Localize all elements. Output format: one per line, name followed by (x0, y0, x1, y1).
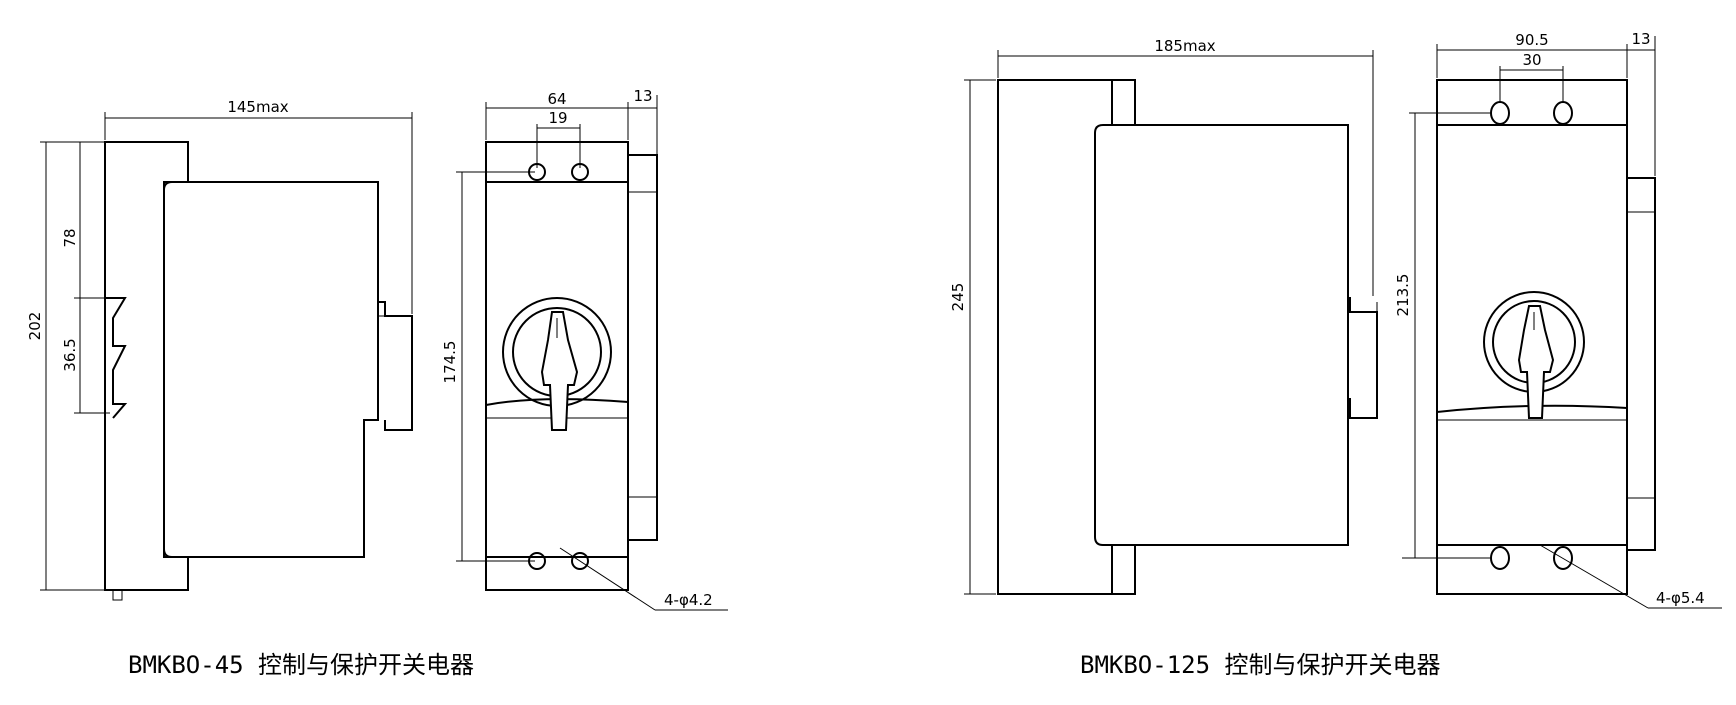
left-front-view: 64 13 19 174.5 4-φ4.2 (441, 87, 728, 611)
dim-hole-spacing: 19 (548, 109, 567, 127)
dim-hole-spacing: 30 (1522, 51, 1541, 69)
hole-callout: 4-φ5.4 (1656, 589, 1705, 607)
dim-hole-height: 213.5 (1394, 274, 1412, 317)
dim-upper: 78 (61, 228, 79, 247)
dim-height: 245 (949, 283, 967, 312)
hole-callout: 4-φ4.2 (664, 591, 713, 609)
dim-height: 202 (26, 312, 44, 341)
dim-front-width: 90.5 (1515, 31, 1548, 49)
dim-hole-height: 174.5 (441, 341, 459, 384)
dim-depth: 13 (1631, 30, 1650, 48)
right-caption: BMKBO-125 控制与保护开关电器 (1080, 651, 1441, 679)
dim-mid: 36.5 (61, 338, 79, 371)
right-front-view: 90.5 13 30 213.5 4-φ5.4 (1394, 30, 1722, 609)
left-side-view: 145max 202 78 36.5 (26, 98, 413, 601)
left-caption: BMKBO-45 控制与保护开关电器 (128, 651, 474, 679)
dim-front-width: 64 (547, 90, 566, 108)
dim-width: 145max (227, 98, 288, 116)
dim-width: 185max (1154, 37, 1215, 55)
dim-depth: 13 (633, 87, 652, 105)
right-side-view: 185max 245 (949, 37, 1378, 595)
